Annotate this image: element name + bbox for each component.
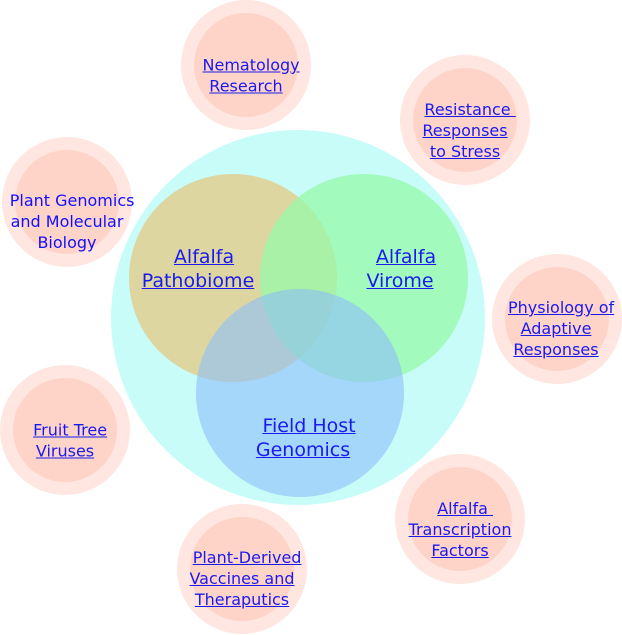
venn-label-alfalfa-pathobiome[interactable]: Alfalfa Pathobiome xyxy=(142,221,255,293)
satellite-label-resistance[interactable]: Resistance Responses to Stress xyxy=(414,78,515,162)
alfalfa-pathobiome-link[interactable]: Alfalfa Pathobiome xyxy=(141,246,255,292)
satellite-label-nematology[interactable]: Nematology Research xyxy=(192,34,300,97)
satellite-disc-plant-genomics xyxy=(15,150,119,254)
fruit-tree-viruses-link[interactable]: Fruit Tree Viruses xyxy=(33,420,108,461)
venn-label-alfalfa-virome[interactable]: Alfalfa Virome xyxy=(364,221,436,293)
satellite-disc-resistance xyxy=(413,68,517,172)
field-host-genomics-link[interactable]: Field Host Genomics xyxy=(255,415,356,461)
plant-genomics-text: Plant Genomics and Molecular Biology xyxy=(9,191,135,252)
satellite-disc-vaccines xyxy=(190,517,294,621)
alfalfa-virome-link[interactable]: Alfalfa Virome xyxy=(366,246,437,292)
satellite-label-plant-genomics: Plant Genomics and Molecular Biology xyxy=(0,169,135,253)
satellite-label-transcription[interactable]: Alfalfa Transcription Factors xyxy=(409,477,512,561)
satellite-disc-nematology xyxy=(194,13,298,117)
plant-derived-vaccines-link[interactable]: Plant-Derived Vaccines and Theraputics xyxy=(189,548,302,609)
resistance-responses-link[interactable]: Resistance Responses to Stress xyxy=(422,100,511,161)
satellite-label-fruit-tree[interactable]: Fruit Tree Viruses xyxy=(23,399,107,462)
venn-label-field-host-genomics[interactable]: Field Host Genomics xyxy=(250,390,356,462)
satellite-disc-transcription xyxy=(408,467,512,571)
physiology-adaptive-responses-link[interactable]: Physiology of Adaptive Responses xyxy=(507,298,615,359)
satellite-disc-physiology xyxy=(505,267,609,371)
alfalfa-transcription-factors-link[interactable]: Alfalfa Transcription Factors xyxy=(408,499,512,560)
nematology-research-link[interactable]: Nematology Research xyxy=(202,55,300,96)
satellite-label-physiology[interactable]: Physiology of Adaptive Responses xyxy=(498,276,614,360)
satellite-label-vaccines[interactable]: Plant-Derived Vaccines and Theraputics xyxy=(183,526,302,610)
satellite-disc-fruit-tree xyxy=(13,378,117,482)
venn-circle-field-host-genomics xyxy=(196,289,404,497)
